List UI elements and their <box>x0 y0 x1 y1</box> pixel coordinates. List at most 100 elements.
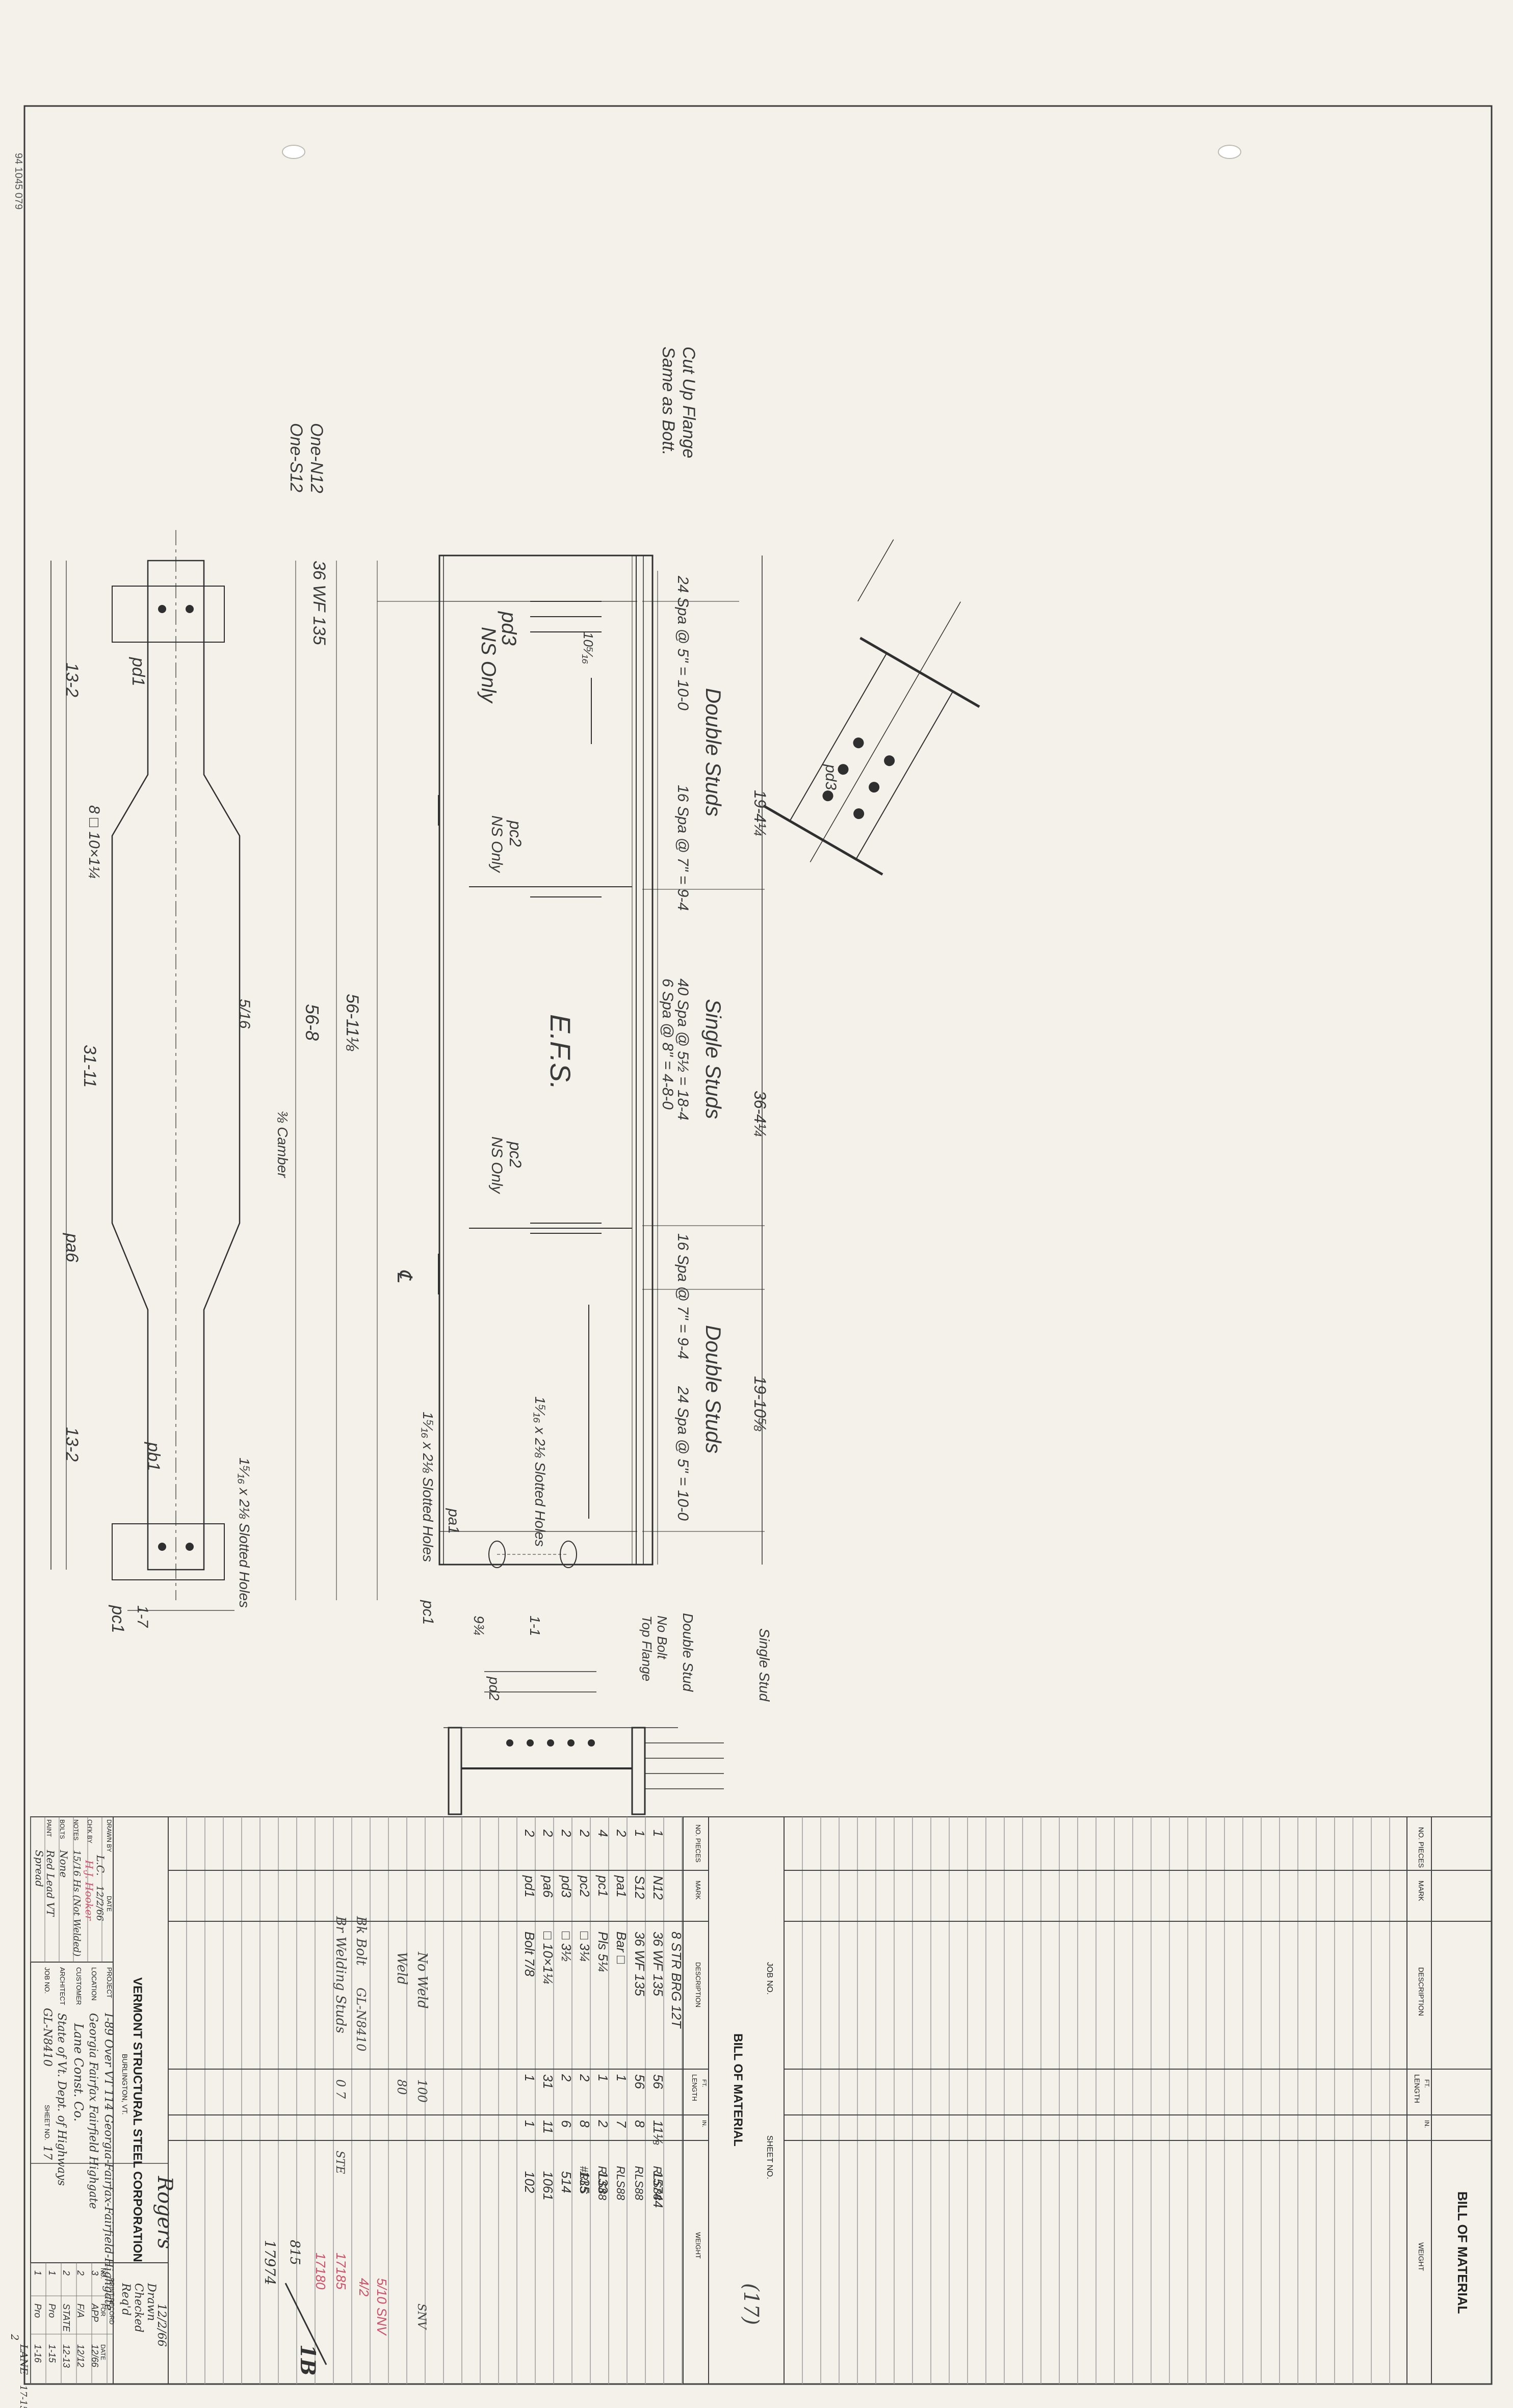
bom-job-label: JOB NO. <box>765 1962 774 1995</box>
bom-h-weight: WEIGHT <box>694 2232 702 2259</box>
girder-elevation <box>295 554 765 1600</box>
diaphragm-bolts <box>506 1739 595 1747</box>
bom-pink-note-5: 815 <box>287 2240 302 2265</box>
bom-cell-in: 8 <box>577 2120 592 2128</box>
corner-sheet: 2 <box>9 2334 21 2341</box>
chk-by-label: CH'K BY <box>86 1819 93 1843</box>
bom-cell-wt: 1061 <box>540 2171 556 2201</box>
member-size: 36 WF 135 <box>309 561 329 645</box>
top-bom-title: BILL OF MATERIAL <box>1455 2191 1470 2314</box>
date-label: DATE <box>106 1896 113 1912</box>
bom-cell-desc: Bolt 7/8 <box>522 1931 537 1977</box>
print-record-cell: APP <box>90 2303 100 2322</box>
paint-value: Red Lead VT <box>44 1849 57 1917</box>
bom-cell-mark: S12 <box>632 1875 647 1899</box>
print-record-cell: 2 <box>61 2270 71 2275</box>
corner-mark: 17-15 <box>18 2385 29 2408</box>
bom-cell-mark: pc1 <box>595 1875 611 1897</box>
cl-mark: ℄ <box>393 1269 415 1283</box>
job-label: JOB NO. <box>43 1967 51 1994</box>
notes-value: 15/16 Hs (Not Welded) <box>71 1850 82 1956</box>
bottom-flange-plan <box>50 530 241 1611</box>
print-record-cell: 1 <box>33 2270 43 2275</box>
bom-mid-code: RLS88 <box>651 2166 664 2201</box>
bom-cell-pcs: 2 <box>577 1829 592 1837</box>
ns-only-3: NS Only <box>488 1136 505 1195</box>
no-bolt-2: Top Flange <box>639 1616 655 1681</box>
bom-cell-in: 1 <box>522 2120 537 2127</box>
stamp-date: 12/2/66 <box>155 2304 168 2347</box>
studs-seq-4: 6 Spa @ 8" = 4-8-0 <box>659 978 676 1109</box>
bom-pink-note-4: 17180 <box>313 2253 328 2290</box>
bom-cell-pcs: 2 <box>540 1829 556 1837</box>
bom-extra-val-1: 100 <box>415 2079 429 2103</box>
bom-cell-ft: 31 <box>540 2074 556 2089</box>
location-value: Georgia Fairfax Fairfield Highgate <box>87 2013 99 2209</box>
pd1-label: pd1 <box>128 657 148 686</box>
bom-total: 17974 <box>262 2240 278 2285</box>
dim-13-2b: 13-2 <box>62 1427 82 1462</box>
single-stud-note: Single Stud <box>756 1628 772 1702</box>
dim-19-10: 19-10⅝ <box>751 1376 769 1432</box>
print-record-cell: 12/66 <box>90 2344 100 2368</box>
bom-extra-2: Weld <box>394 1952 409 1985</box>
no-bolt-1: No Bolt <box>655 1616 670 1660</box>
paint-value-2: Spread <box>33 1850 45 1887</box>
project-label: PROJECT <box>106 1967 113 1998</box>
bom-cell-mark: pa1 <box>614 1875 629 1897</box>
print-record-h-for: FOR <box>99 2304 107 2317</box>
bom-extra-note-1: STE <box>333 2151 346 2174</box>
bom-h-description: DESCRIPTION <box>694 1962 702 2007</box>
bom-cell-wt: 102 <box>522 2171 537 2193</box>
bom-extra-1: No Weld <box>414 1951 430 2009</box>
print-record-cell: STATE <box>61 2304 71 2332</box>
bom-pink-note-1: 5/10 SNV <box>374 2278 389 2336</box>
bom-extra-val-4: 0 7 <box>333 2079 348 2099</box>
bom-mid-code: #RLS <box>578 2166 590 2194</box>
pc2-label-2: pc2 <box>506 1141 525 1168</box>
ns-only-1: NS Only <box>477 627 500 704</box>
pa1-label: pa1 <box>445 1508 462 1534</box>
print-record-h-no: NO. <box>99 2268 107 2279</box>
pb1-label: pb1 <box>144 1442 163 1471</box>
bom-cell-ft: 2 <box>559 2074 574 2082</box>
bom-h-mark: MARK <box>694 1881 702 1900</box>
pc2-label-1: pc2 <box>506 820 525 847</box>
bom-cell-mark: N12 <box>650 1875 666 1900</box>
bom-cell-pcs: 2 <box>559 1829 574 1837</box>
top-bom-h-ft: FT. <box>1423 2079 1430 2088</box>
bom-cell-ft: 2 <box>577 2074 592 2082</box>
bom-mid-code: RLS88 <box>614 2166 627 2201</box>
bom-sheet-circle: (17) <box>739 2283 763 2325</box>
drawn-by: L.C. <box>94 1855 107 1876</box>
bom-cell-in: 8 <box>632 2120 647 2128</box>
bom-extra-note-2: SNV <box>415 2304 428 2330</box>
top-bill-of-material: BILL OF MATERIAL NO. PIECES MARK DESCRIP… <box>784 1816 1492 2385</box>
company-name: VERMONT STRUCTURAL STEEL CORPORATION <box>131 1977 144 2262</box>
print-record-cell: 12/12 <box>75 2344 86 2367</box>
bom-cell-desc: 36 WF 135 <box>650 1931 666 1996</box>
architect-value: State of Vt. Dept. of Highways <box>55 2013 68 2186</box>
notes-label: NOTES <box>72 1819 80 1840</box>
bolts-label: BOLTS <box>59 1819 66 1839</box>
print-record-h-date: DATE <box>99 2344 107 2360</box>
dim-8x10: 8 □ 10×1¼ <box>86 805 102 879</box>
bom-cell-desc: 36 WF 135 <box>632 1931 647 1996</box>
bom-mid-code: RLS88 <box>596 2166 609 2201</box>
print-record-cell: 1-16 <box>33 2344 43 2363</box>
pd2-label: pd2 <box>486 1676 502 1701</box>
print-record-cell: 2 <box>75 2270 86 2275</box>
bom-cell-wt: 135 <box>577 2171 592 2193</box>
bom-h-in: IN. <box>701 2120 707 2127</box>
dim-9: 9¾ <box>471 1616 487 1635</box>
print-record-cell: 1-15 <box>47 2344 57 2363</box>
bom-cell-mark: pc2 <box>577 1875 592 1897</box>
bom-cell-desc: 8 STR BRG 12T <box>669 1931 684 2029</box>
pd3-label: pd3 <box>498 611 520 646</box>
cutup-note-1: Cut Up Flange <box>679 347 698 458</box>
dim-19-4: 19-4¼ <box>751 790 769 836</box>
chk-by: H.J. Hooker <box>83 1860 95 1921</box>
print-record-title: PRINT RECORD <box>108 2278 115 2324</box>
